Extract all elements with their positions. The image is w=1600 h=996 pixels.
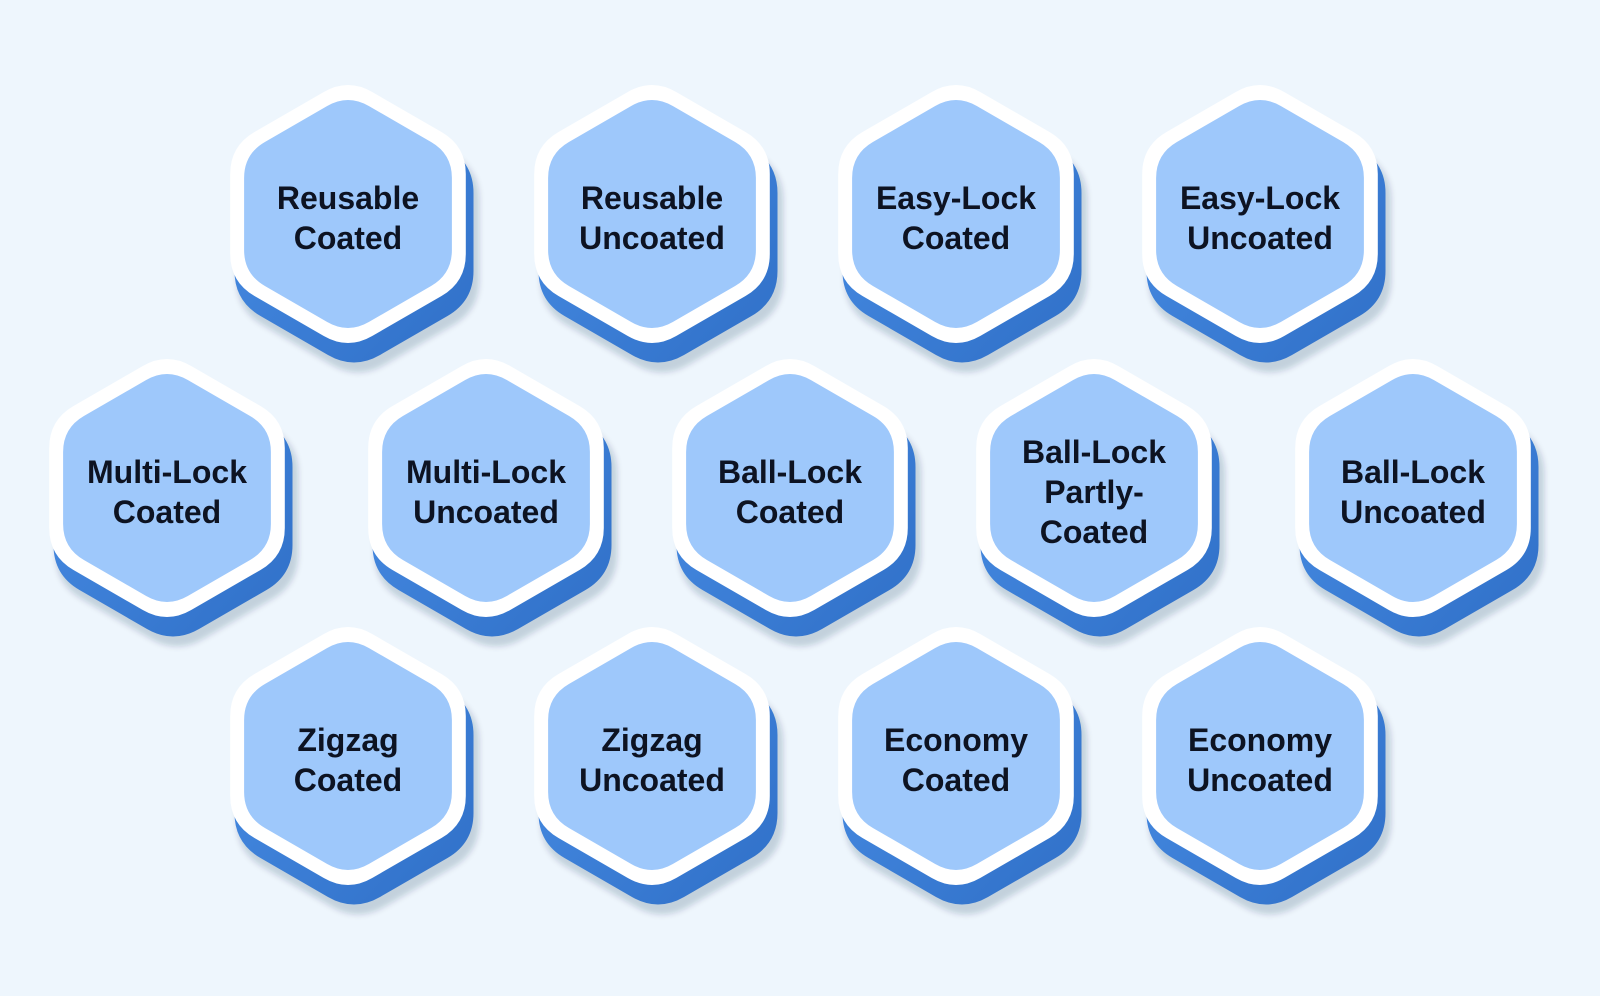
hexagon-fill xyxy=(852,100,1060,328)
hexagon-label-line: Coated xyxy=(901,762,1011,798)
hexagon-fill xyxy=(1156,642,1364,870)
hexagon-label-line: Multi-Lock xyxy=(406,454,566,490)
hexagon-fill xyxy=(548,642,756,870)
hexagon-fill xyxy=(382,374,590,602)
hexagon-label-line: Ball-Lock xyxy=(1021,434,1167,470)
hexagon-label-line: Zigzag xyxy=(297,722,399,758)
hexagon-fill xyxy=(244,100,452,328)
hexagon-label-line: Coated xyxy=(901,220,1011,256)
hexagon-label-line: Uncoated xyxy=(1187,220,1333,256)
hexagon-label-line: Coated xyxy=(735,494,845,530)
hexagon-label-line: Economy xyxy=(883,722,1029,758)
hexagon-label-line: Uncoated xyxy=(1340,494,1486,530)
hexagon-label-line: Uncoated xyxy=(1187,762,1333,798)
hexagon-label-line: Ball-Lock xyxy=(717,454,863,490)
hexagon-fill xyxy=(63,374,271,602)
hexagon-label-line: Coated xyxy=(1039,514,1149,550)
hexagon-label-line: Zigzag xyxy=(601,722,703,758)
hexagon-fill xyxy=(990,374,1198,602)
hexagon-label-line: Multi-Lock xyxy=(87,454,247,490)
hexagon-fill xyxy=(686,374,894,602)
hexagon-fill xyxy=(1309,374,1517,602)
hexagon-label-line: Easy-Lock xyxy=(875,180,1037,216)
hexagon-label-line: Ball-Lock xyxy=(1340,454,1486,490)
hexagon-label-line: Reusable xyxy=(276,180,420,216)
hexagon-label-line: Easy-Lock xyxy=(1179,180,1341,216)
hexagon-label-line: Coated xyxy=(293,220,403,256)
hexagon-fill xyxy=(244,642,452,870)
hexagon-label-line: Uncoated xyxy=(579,220,725,256)
hexagon-label-line: Partly- xyxy=(1044,474,1144,510)
hexagon-fill xyxy=(1156,100,1364,328)
hexagon-fill xyxy=(852,642,1060,870)
hexagon-label-line: Reusable xyxy=(580,180,724,216)
hexagon-fill xyxy=(548,100,756,328)
hexagon-label-line: Uncoated xyxy=(579,762,725,798)
hexagon-label-line: Economy xyxy=(1187,722,1333,758)
hexagon-label-line: Coated xyxy=(293,762,403,798)
hexagon-label-line: Uncoated xyxy=(413,494,559,530)
hexagon-label-line: Coated xyxy=(112,494,222,530)
